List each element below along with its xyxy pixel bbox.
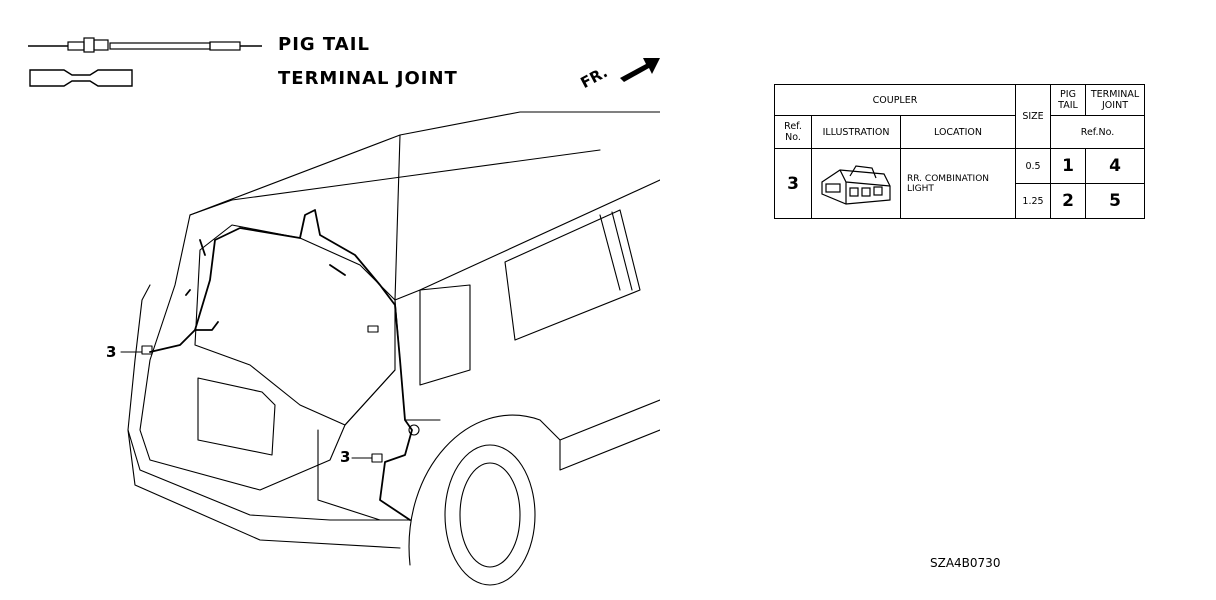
terminal-joint-label: TERMINAL JOINT (278, 68, 458, 89)
callout-3-left: 3 (106, 343, 117, 361)
row-pig-tail-2: 2 (1050, 183, 1086, 219)
roof-outline (189, 111, 660, 216)
row-location: RR. COMBINATION LIGHT (900, 148, 1016, 219)
pigtail-label: PIG TAIL (278, 34, 370, 55)
row-size-2: 1.25 (1015, 183, 1051, 219)
rear-window (194, 224, 396, 426)
side-window (504, 209, 641, 341)
row-terminal-joint-2: 5 (1085, 183, 1145, 219)
wire-harness (149, 209, 413, 521)
row-terminal-joint-1: 4 (1085, 148, 1145, 184)
coupler-table: COUPLER SIZE PIG TAIL TERMINAL JOINT Ref… (774, 84, 1145, 219)
table-row: 1.25 2 5 (775, 183, 1145, 219)
body-side (394, 134, 660, 301)
header-pig-tail: PIG TAIL (1050, 84, 1086, 116)
diagram-code: SZA4B0730 (930, 556, 1001, 570)
row-pig-tail-1: 1 (1050, 148, 1086, 184)
row-illustration (811, 148, 901, 219)
tailgate (139, 214, 396, 491)
vehicle-rear-diagram (120, 111, 660, 586)
header-ref-no-sub: Ref.No. (1050, 115, 1145, 149)
header-location: LOCATION (900, 115, 1016, 149)
header-illustration: ILLUSTRATION (811, 115, 901, 149)
row-ref: 3 (774, 148, 812, 219)
row-size-1: 0.5 (1015, 148, 1051, 184)
table-row: 3 RR. COMBINATION LIGHT 0.5 1 4 (774, 148, 1145, 219)
header-ref-no: Ref. No. (774, 115, 812, 149)
pigtail-icon (28, 37, 262, 53)
header-terminal-joint: TERMINAL JOINT (1085, 84, 1145, 116)
license-plate (197, 377, 276, 456)
connector-coupler-icon (821, 165, 891, 205)
header-coupler: COUPLER (774, 84, 1016, 116)
left-taillight (127, 284, 151, 431)
header-size: SIZE (1015, 84, 1051, 149)
rear-wheel-arch (408, 414, 561, 566)
terminal-joint-icon (29, 69, 133, 87)
front-direction-arrow-icon (620, 58, 660, 82)
callout-3-right: 3 (340, 448, 351, 466)
rear-wheel (444, 444, 536, 586)
